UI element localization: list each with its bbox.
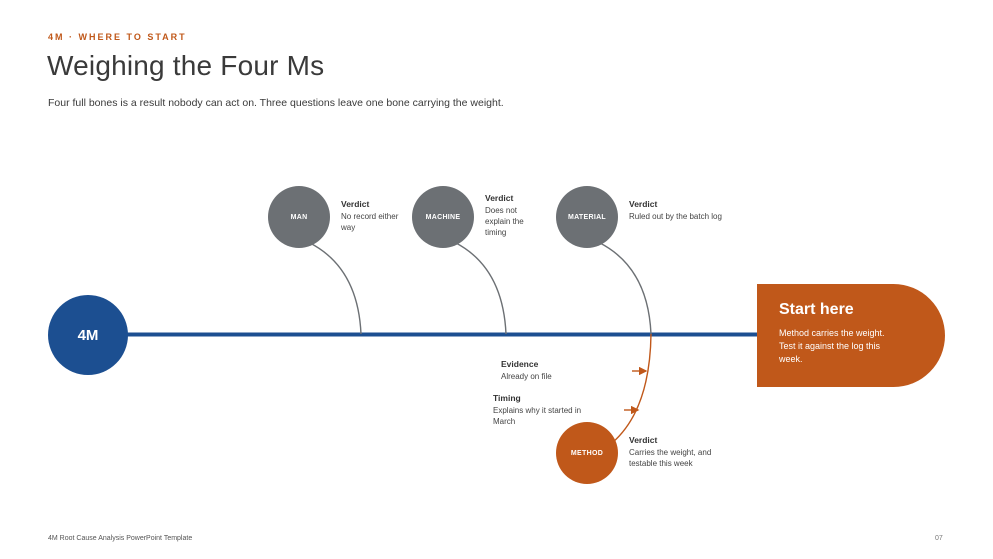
bone-machine [455, 242, 507, 335]
verdict-heading: Verdict [629, 199, 658, 209]
note-text: Explains why it started in March [493, 406, 582, 426]
bone-node-method: METHOD [556, 422, 618, 484]
verdict-text: Carries the weight, and testable this we… [629, 448, 712, 468]
verdict-man: Verdict No record either way [341, 199, 399, 233]
verdict-heading: Verdict [341, 199, 370, 209]
bone-method [611, 333, 652, 444]
page-title: Weighing the Four Ms [47, 50, 325, 81]
note-text: Already on file [501, 372, 552, 381]
note-heading: Timing [493, 393, 521, 403]
bone-node-machine: MACHINE [412, 186, 474, 248]
method-note-evidence: Evidence Already on file [501, 359, 591, 382]
eyebrow: 4M · WHERE TO START [48, 32, 187, 42]
verdict-heading: Verdict [629, 435, 658, 445]
start-here-title: Start here [779, 301, 854, 318]
start-here-text: Method carries the weight. Test it again… [779, 328, 885, 364]
bone-node-material: MATERIAL [556, 186, 618, 248]
verdict-text: Does not explain the timing [485, 206, 524, 237]
verdict-heading: Verdict [485, 193, 514, 203]
bone-material [599, 242, 652, 335]
verdict-text: Ruled out by the batch log [629, 212, 722, 221]
method-note-timing: Timing Explains why it started in March [493, 393, 603, 427]
verdict-text: No record either way [341, 212, 399, 232]
bone-man [309, 242, 362, 335]
footer-template-name: 4M Root Cause Analysis PowerPoint Templa… [48, 535, 193, 542]
spine-head-4m: 4M [48, 295, 128, 375]
note-heading: Evidence [501, 359, 539, 369]
verdict-machine: Verdict Does not explain the timing [485, 193, 541, 238]
page-subtitle: Four full bones is a result nobody can a… [48, 97, 504, 109]
bone-node-man: MAN [268, 186, 330, 248]
start-here-box: Start here Method carries the weight. Te… [757, 284, 945, 387]
verdict-method: Verdict Carries the weight, and testable… [629, 435, 733, 469]
page-number: 07 [935, 535, 943, 542]
verdict-material: Verdict Ruled out by the batch log [629, 199, 729, 222]
